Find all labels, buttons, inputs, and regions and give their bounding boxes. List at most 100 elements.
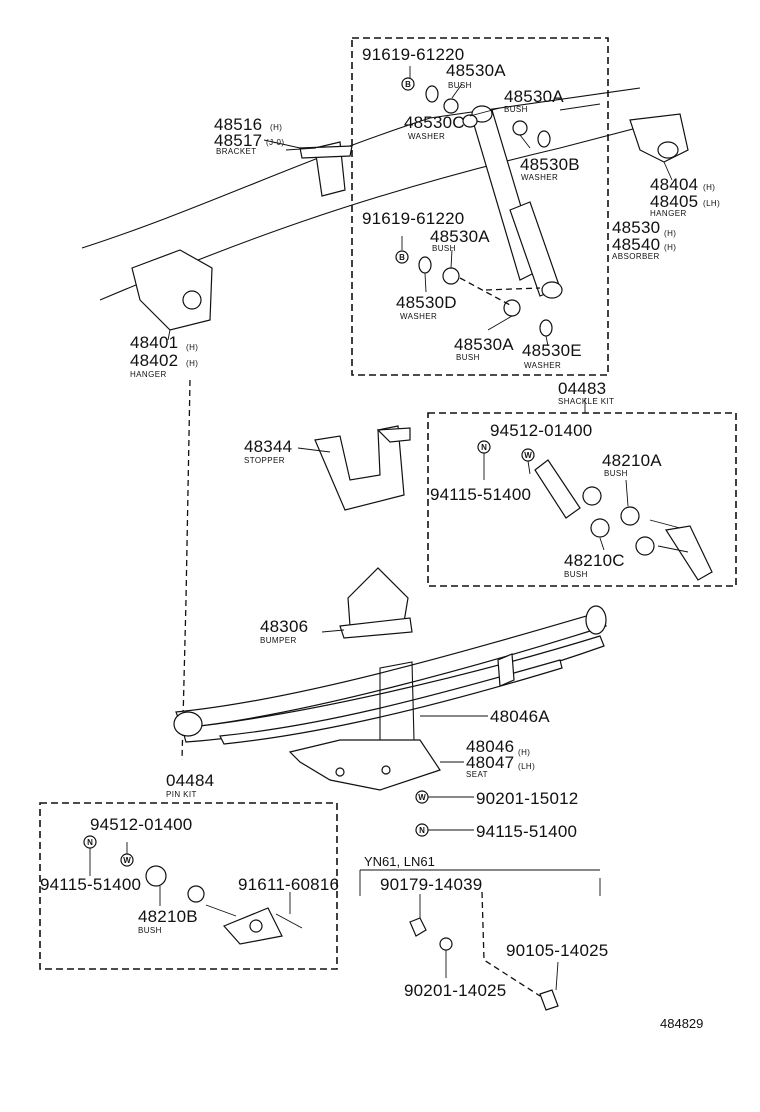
caption-bush-4: BUSH — [456, 353, 480, 362]
label-91619-mid: 91619-61220 — [362, 209, 464, 228]
label-48046A: 48046A — [490, 707, 550, 726]
caption-bush-5: BUSH — [604, 469, 628, 478]
label-48516: 48516 — [214, 115, 262, 134]
bolt-symbol: B — [405, 80, 411, 89]
label-48405-side: (LH) — [703, 199, 720, 208]
label-48047-side: (LH) — [518, 762, 535, 771]
washer-symbol: W — [123, 856, 131, 865]
label-48046: 48046 — [466, 737, 514, 756]
label-48210C: 48210C — [564, 551, 625, 570]
label-48210A: 48210A — [602, 451, 662, 470]
label-48517: 48517 — [214, 131, 262, 150]
caption-pin-kit: PIN KIT — [166, 790, 197, 799]
bracket-48516 — [263, 139, 353, 197]
label-04484: 04484 — [166, 771, 214, 790]
label-90179: 90179-14039 — [380, 875, 482, 894]
washer-symbol: W — [524, 451, 532, 460]
label-48210B: 48210B — [138, 907, 198, 926]
nut-symbol: N — [481, 443, 487, 452]
pin-kit-parts: N W — [83, 835, 303, 945]
caption-hanger-right: HANGER — [650, 209, 687, 218]
label-48517-side: (J-0) — [266, 138, 284, 147]
label-48402: 48402 — [130, 351, 178, 370]
shock-absorber — [471, 105, 563, 299]
absorber-hardware: B B — [395, 77, 553, 337]
label-48516-side: (H) — [270, 123, 282, 132]
label-90201-15012: 90201-15012 — [476, 789, 578, 808]
label-48530A-3: 48530A — [430, 227, 490, 246]
label-48047: 48047 — [466, 753, 514, 772]
bolt-symbol: B — [399, 253, 405, 262]
caption-washer-B: WASHER — [521, 173, 558, 182]
caption-bush-7: BUSH — [138, 926, 162, 935]
pin-link-dash — [181, 379, 191, 761]
label-48530: 48530 — [612, 218, 660, 237]
caption-washer-E: WASHER — [524, 361, 561, 370]
yn61-group — [359, 869, 601, 1011]
label-48530E: 48530E — [522, 341, 582, 360]
part-labels: 91619-61220 48530A BUSH 48530A BUSH 4853… — [40, 45, 720, 1031]
washer-symbol: W — [418, 793, 426, 802]
label-48046-side: (H) — [518, 748, 530, 757]
hanger-48401 — [131, 249, 213, 341]
pin-kit-box — [39, 802, 338, 970]
caption-bracket: BRACKET — [216, 147, 257, 156]
hanger-48404 — [629, 113, 689, 181]
caption-bush-2: BUSH — [504, 105, 528, 114]
caption-absorber: ABSORBER — [612, 252, 660, 261]
leaf-spring — [173, 605, 607, 745]
u-bolt-48046A — [379, 661, 488, 741]
label-91611: 91611-60816 — [238, 875, 339, 894]
label-94115-1: 94115-51400 — [430, 485, 531, 504]
label-48344: 48344 — [244, 437, 292, 456]
bumper-48306 — [321, 567, 413, 639]
label-48530A-1: 48530A — [446, 61, 506, 80]
caption-washer-D: WASHER — [400, 312, 437, 321]
absorber-group-box — [351, 37, 609, 376]
shackle-parts: N W — [477, 440, 713, 581]
label-48401-side: (H) — [186, 343, 198, 352]
diagram-id: 484829 — [660, 1016, 703, 1031]
seat-48046 — [288, 739, 464, 791]
stopper-48344 — [297, 425, 411, 511]
label-04483: 04483 — [558, 379, 606, 398]
caption-bush-3: BUSH — [432, 244, 456, 253]
label-94115-3: 94115-51400 — [40, 875, 141, 894]
label-48540-side: (H) — [664, 243, 676, 252]
label-model-note: YN61, LN61 — [364, 854, 435, 869]
label-94512-2: 94512-01400 — [90, 815, 192, 834]
nut-symbol: N — [419, 826, 425, 835]
label-90201-14025: 90201-14025 — [404, 981, 506, 1000]
caption-bumper: BUMPER — [260, 636, 297, 645]
caption-seat: SEAT — [466, 770, 488, 779]
label-90105: 90105-14025 — [506, 941, 608, 960]
label-48306: 48306 — [260, 617, 308, 636]
label-48404: 48404 — [650, 175, 698, 194]
caption-stopper: STOPPER — [244, 456, 285, 465]
label-48405: 48405 — [650, 192, 698, 211]
label-94512-1: 94512-01400 — [490, 421, 592, 440]
label-48404-side: (H) — [703, 183, 715, 192]
caption-bush-6: BUSH — [564, 570, 588, 579]
label-48402-side: (H) — [186, 359, 198, 368]
caption-washer-C: WASHER — [408, 132, 445, 141]
label-48530A-4: 48530A — [454, 335, 514, 354]
label-48530D: 48530D — [396, 293, 457, 312]
label-94115-2: 94115-51400 — [476, 822, 577, 841]
nut-symbol: N — [87, 838, 93, 847]
bolt-icon — [401, 77, 415, 91]
label-91619-top: 91619-61220 — [362, 45, 464, 64]
caption-bush-1: BUSH — [448, 81, 472, 90]
caption-shackle-kit: SHACKLE KIT — [558, 397, 614, 406]
caption-hanger-left: HANGER — [130, 370, 167, 379]
absorber-leaders — [401, 66, 601, 347]
seat-hardware: W N — [415, 790, 474, 837]
label-48530C: 48530C — [404, 113, 465, 132]
label-48530-side: (H) — [664, 229, 676, 238]
label-48530A-2: 48530A — [504, 87, 564, 106]
shackle-kit-box — [427, 412, 737, 587]
label-48530B: 48530B — [520, 155, 580, 174]
label-48540: 48540 — [612, 235, 660, 254]
bolt-icon — [395, 250, 409, 264]
